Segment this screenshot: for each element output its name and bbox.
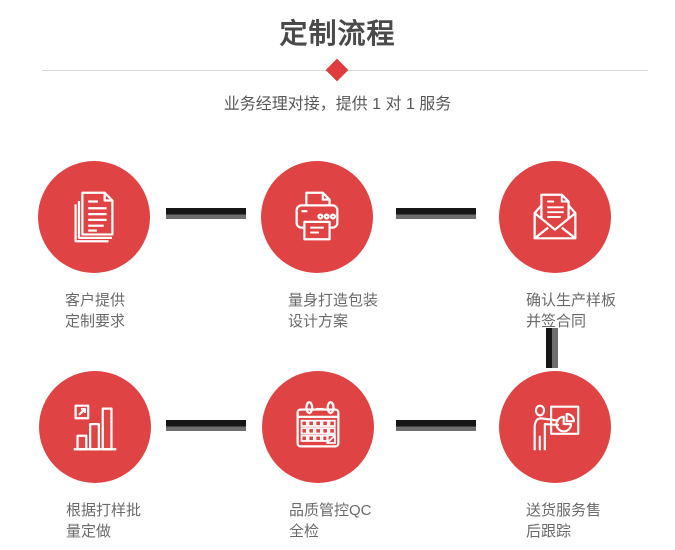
step-circle bbox=[499, 161, 611, 273]
step-circle bbox=[499, 371, 611, 483]
page-title: 定制流程 bbox=[279, 18, 396, 49]
connector-horizontal bbox=[166, 208, 246, 219]
step-label-line1: 送货服务售 bbox=[526, 502, 602, 519]
step-label: 确认生产样板 并签合同 bbox=[526, 290, 659, 332]
step-circle bbox=[39, 371, 151, 483]
step-label-line1: 确认生产样板 bbox=[526, 292, 617, 309]
step-packaging-design: 量身打造包装 设计方案 bbox=[261, 161, 421, 332]
step-label-line2: 后跟踪 bbox=[526, 523, 572, 540]
subtitle: 业务经理对接，提供 1 对 1 服务 bbox=[223, 96, 452, 113]
step-label-line2: 量定做 bbox=[66, 523, 112, 540]
connector-horizontal bbox=[396, 208, 476, 219]
step-label-line1: 根据打样批 bbox=[66, 502, 142, 519]
step-batch-production: 根据打样批 量定做 bbox=[39, 371, 199, 542]
step-quality-control: 品质管控QC 全检 bbox=[262, 371, 422, 542]
step-delivery-aftersales: 送货服务售 后跟踪 bbox=[499, 371, 659, 542]
printer-icon bbox=[286, 186, 348, 248]
step-label-line2: 定制要求 bbox=[65, 313, 126, 330]
connector-horizontal bbox=[396, 420, 476, 431]
step-label: 根据打样批 量定做 bbox=[66, 500, 199, 542]
bar-chart-icon bbox=[64, 396, 126, 458]
envelope-icon bbox=[524, 186, 586, 248]
step-customer-requirements: 客户提供 定制要求 bbox=[38, 161, 198, 332]
presenter-icon bbox=[524, 396, 586, 458]
step-circle bbox=[262, 371, 374, 483]
step-label-line2: 并签合同 bbox=[526, 313, 587, 330]
step-label-line2: 全检 bbox=[289, 523, 320, 540]
step-label-line1: 客户提供 bbox=[65, 292, 126, 309]
step-label-line2: 设计方案 bbox=[288, 313, 349, 330]
step-label: 送货服务售 后跟踪 bbox=[526, 500, 659, 542]
step-label: 客户提供 定制要求 bbox=[65, 290, 198, 332]
step-circle bbox=[261, 161, 373, 273]
step-sample-contract: 确认生产样板 并签合同 bbox=[499, 161, 659, 332]
connector-vertical bbox=[546, 328, 558, 368]
calendar-icon bbox=[287, 396, 349, 458]
step-label: 品质管控QC 全检 bbox=[289, 500, 422, 542]
step-label: 量身打造包装 设计方案 bbox=[288, 290, 421, 332]
connector-horizontal bbox=[166, 420, 246, 431]
step-label-line1: 品质管控QC bbox=[289, 502, 372, 519]
step-circle bbox=[38, 161, 150, 273]
documents-icon bbox=[63, 186, 125, 248]
step-label-line1: 量身打造包装 bbox=[288, 292, 379, 309]
